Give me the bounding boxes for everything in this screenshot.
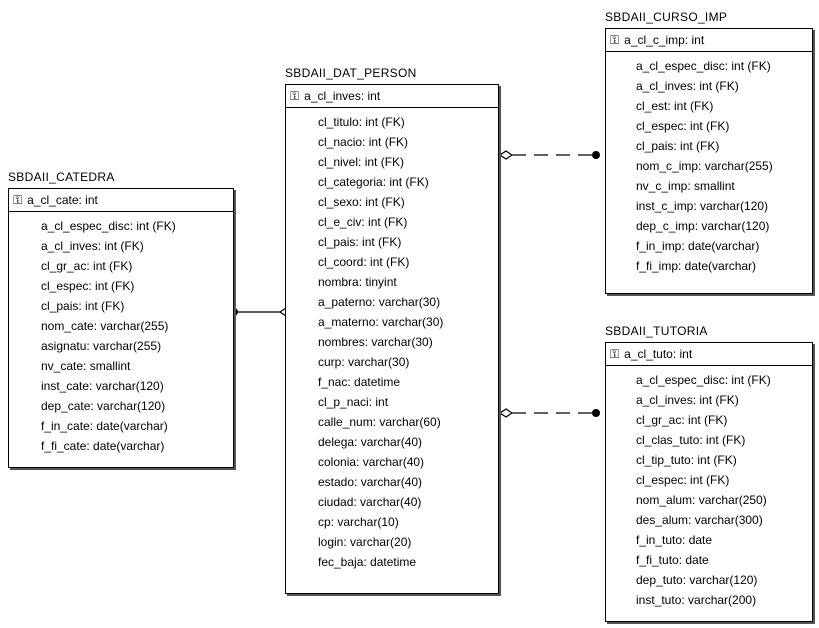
entity-dat-person[interactable]: SBDAII_DAT_PERSON ⚿ a_cl_inves: int cl_t… [285, 66, 505, 596]
attribute-row: cl_p_naci: int [318, 395, 389, 409]
attribute-row: login: varchar(20) [318, 535, 412, 549]
attribute-row: cl_clas_tuto: int (FK) [636, 433, 746, 447]
entity-curso-imp[interactable]: SBDAII_CURSO_IMP ⚿ a_cl_c_imp: int a_cl_… [605, 10, 815, 295]
attribute-row: dep_tuto: varchar(120) [636, 573, 758, 587]
entity-name: SBDAII_CURSO_IMP [605, 10, 728, 24]
attribute-row: des_alum: varchar(300) [636, 513, 763, 527]
attribute-row: cl_pais: int (FK) [41, 299, 125, 313]
attribute-row: nom_alum: varchar(250) [636, 493, 767, 507]
attribute-row: nombres: varchar(30) [318, 335, 433, 349]
attribute-row: f_fi_tuto: date [636, 553, 709, 567]
attribute-row: a_cl_espec_disc: int (FK) [41, 219, 176, 233]
attribute-row: cl_coord: int (FK) [318, 255, 410, 269]
attribute-row: nom_cate: varchar(255) [41, 319, 169, 333]
attribute-row: dep_c_imp: varchar(120) [636, 219, 770, 233]
primary-key: a_cl_c_imp: int [624, 33, 705, 47]
attribute-row: nv_cate: smallint [41, 359, 131, 373]
attribute-row: dep_cate: varchar(120) [41, 399, 166, 413]
attribute-row: cl_categoria: int (FK) [318, 175, 429, 189]
key-icon: ⚿ [610, 32, 620, 47]
entity-box[interactable]: ⚿ a_cl_c_imp: int a_cl_espec_disc: int (… [605, 28, 813, 294]
attribute-row: cl_pais: int (FK) [318, 235, 402, 249]
attribute-row: delega: varchar(40) [318, 435, 423, 449]
attribute-row: ciudad: varchar(40) [318, 495, 422, 509]
attribute-row: a_cl_inves: int (FK) [636, 79, 739, 93]
primary-key-row: ⚿ a_cl_inves: int [286, 85, 498, 108]
attribute-row: nom_c_imp: varchar(255) [636, 159, 773, 173]
attribute-row: a_cl_inves: int (FK) [636, 393, 739, 407]
attribute-row: cl_titulo: int (FK) [318, 115, 405, 129]
attribute-row: cl_gr_ac: int (FK) [41, 259, 133, 273]
entity-catedra[interactable]: SBDAII_CATEDRA ⚿ a_cl_cate: int a_cl_esp… [8, 170, 236, 470]
attribute-row: fec_baja: datetime [318, 555, 417, 569]
attribute-row: estado: varchar(40) [318, 475, 423, 489]
entity-tutoria[interactable]: SBDAII_TUTORIA ⚿ a_cl_tuto: int a_cl_esp… [605, 324, 815, 624]
key-icon: ⚿ [290, 88, 300, 103]
attribute-row: a_materno: varchar(30) [318, 315, 444, 329]
attribute-row: cl_nivel: int (FK) [318, 155, 405, 169]
attribute-row: a_cl_espec_disc: int (FK) [636, 59, 771, 73]
key-icon: ⚿ [13, 192, 23, 207]
rel-end-dot [592, 151, 600, 159]
attribute-row: f_in_cate: date(varchar) [41, 419, 168, 433]
attribute-list: a_cl_espec_disc: int (FK) a_cl_inves: int… [606, 366, 812, 610]
attribute-list: a_cl_espec_disc: int (FK) a_cl_inves: int… [606, 52, 812, 276]
entity-box[interactable]: ⚿ a_cl_cate: int a_cl_espec_disc: int (F… [8, 188, 234, 468]
attribute-row: nv_c_imp: smallint [636, 179, 735, 193]
rel-datperson-cursoimp [498, 150, 600, 160]
attribute-row: cl_gr_ac: int (FK) [636, 413, 728, 427]
rel-catedra-datperson [230, 307, 294, 317]
primary-key: a_cl_tuto: int [624, 347, 693, 361]
attribute-row: cl_sexo: int (FK) [318, 195, 405, 209]
attribute-row: a_cl_inves: int (FK) [41, 239, 144, 253]
attribute-row: f_in_tuto: date [636, 533, 713, 547]
attribute-row: f_fi_cate: date(varchar) [41, 439, 165, 453]
attribute-row: curp: varchar(30) [318, 355, 410, 369]
attribute-row: colonia: varchar(40) [318, 455, 425, 469]
primary-key: a_cl_inves: int [304, 89, 381, 103]
attribute-row: cl_e_civ: int (FK) [318, 215, 408, 229]
attribute-row: f_fi_imp: date(varchar) [636, 259, 757, 273]
entity-box[interactable]: ⚿ a_cl_inves: int cl_titulo: int (FK)cl_… [285, 84, 499, 594]
attribute-row: a_cl_espec_disc: int (FK) [636, 373, 771, 387]
rel-datperson-tutoria [498, 408, 600, 418]
primary-key-row: ⚿ a_cl_tuto: int [606, 343, 812, 366]
attribute-row: asignatu: varchar(255) [41, 339, 162, 353]
primary-key: a_cl_cate: int [27, 193, 98, 207]
attribute-row: cl_nacio: int (FK) [318, 135, 409, 149]
primary-key-row: ⚿ a_cl_c_imp: int [606, 29, 812, 52]
attribute-row: nombra: tinyint [318, 275, 397, 289]
entity-name: SBDAII_TUTORIA [605, 324, 708, 338]
attribute-row: calle_num: varchar(60) [318, 415, 441, 429]
attribute-row: cl_espec: int (FK) [41, 279, 135, 293]
attribute-row: cl_tip_tuto: int (FK) [636, 453, 737, 467]
attribute-list: a_cl_espec_disc: int (FK) a_cl_inves: int… [9, 212, 233, 456]
rel-end-dot [592, 409, 600, 417]
attribute-row: inst_c_imp: varchar(120) [636, 199, 769, 213]
attribute-row: cl_espec: int (FK) [636, 119, 730, 133]
attribute-list: cl_titulo: int (FK) cl_nacio: int (FK) cl_… [286, 108, 498, 572]
attribute-row: a_paterno: varchar(30) [318, 295, 441, 309]
attribute-row: cl_pais: int (FK) [636, 139, 720, 153]
key-icon: ⚿ [610, 346, 620, 361]
primary-key-row: ⚿ a_cl_cate: int [9, 189, 233, 212]
attribute-row: f_in_imp: date(varchar) [636, 239, 760, 253]
entity-name: SBDAII_CATEDRA [8, 170, 115, 184]
entity-box[interactable]: ⚿ a_cl_tuto: int a_cl_espec_disc: int (F… [605, 342, 813, 622]
entity-name: SBDAII_DAT_PERSON [285, 66, 417, 80]
attribute-row: cl_est: int (FK) [636, 99, 714, 113]
attribute-row: f_nac: datetime [318, 375, 401, 389]
attribute-row: inst_cate: varchar(120) [41, 379, 164, 393]
attribute-row: cl_espec: int (FK) [636, 473, 730, 487]
attribute-row: inst_tuto: varchar(200) [636, 593, 757, 607]
attribute-row: cp: varchar(10) [318, 515, 399, 529]
